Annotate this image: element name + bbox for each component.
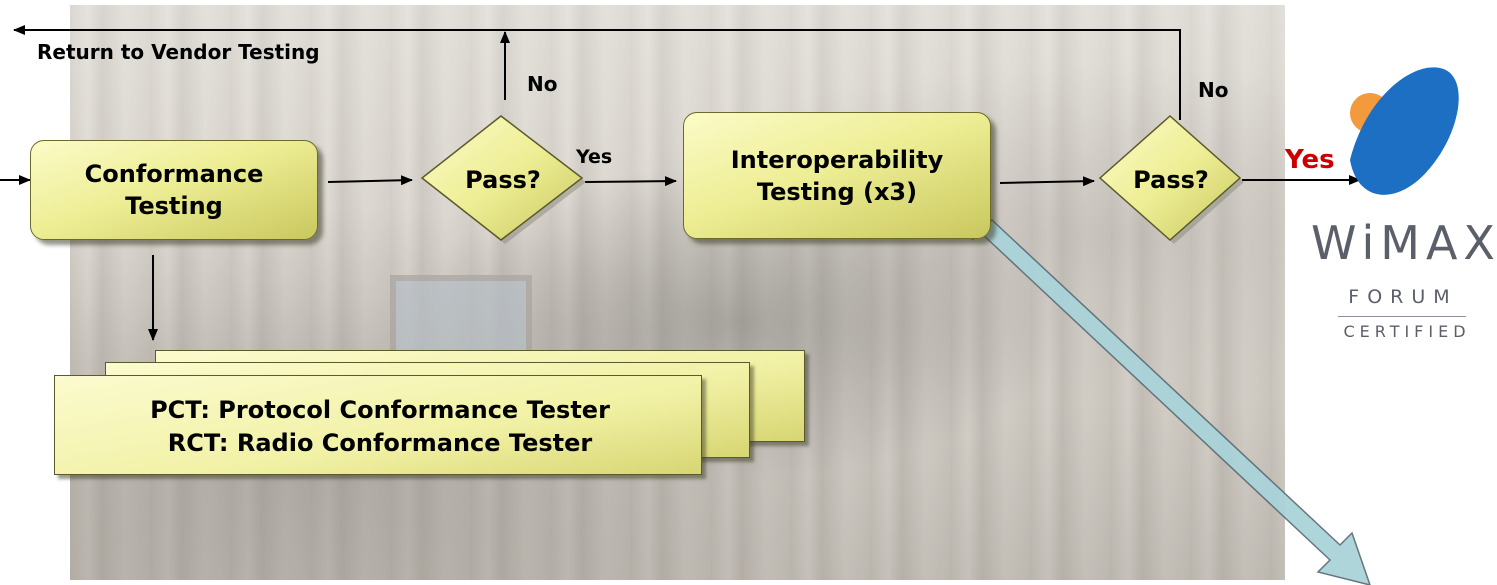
wimax-logo-divider xyxy=(1338,316,1466,317)
wimax-logo-title: WiMAX xyxy=(1311,216,1497,270)
tester-stack-front xyxy=(54,375,702,475)
conformance-testing-box: Conformance Testing xyxy=(30,140,318,240)
lab-photo-background xyxy=(70,5,1285,580)
conformance-line1: Conformance xyxy=(84,160,264,188)
pass-decision-1: Pass? xyxy=(418,112,588,247)
big-diagonal-arrow xyxy=(971,218,1371,585)
interop-to-pass-arrow xyxy=(999,176,1095,187)
pct-label: PCT: Protocol Conformance Tester xyxy=(150,396,610,424)
interop-line1: Interoperability xyxy=(730,145,944,174)
pass-decision-1-label: Pass? xyxy=(465,165,541,194)
no-label-2: No xyxy=(1198,78,1229,102)
wimax-logo-certified: CERTIFIED xyxy=(1343,322,1471,341)
interoperability-testing-box: Interoperability Testing (x3) xyxy=(683,112,991,239)
interop-line2: Testing (x3) xyxy=(756,177,918,206)
pass-decision-2: Pass? xyxy=(1096,112,1246,247)
conformance-to-pass-arrow xyxy=(327,175,413,186)
wimax-logo-mark xyxy=(1350,67,1459,195)
yes-label-2: Yes xyxy=(1285,145,1335,175)
yes-label-1: Yes xyxy=(576,146,613,168)
tester-text: PCT: Protocol Conformance Tester RCT: Ra… xyxy=(60,394,700,460)
wimax-logo-forum: FORUM xyxy=(1348,286,1458,308)
no-label-1: No xyxy=(527,72,558,96)
conformance-line2: Testing xyxy=(125,192,223,220)
pass-to-interop-arrow xyxy=(584,176,677,187)
return-to-vendor-label: Return to Vendor Testing xyxy=(37,40,320,64)
pass-decision-2-label: Pass? xyxy=(1133,165,1209,194)
rct-label: RCT: Radio Conformance Tester xyxy=(167,429,593,457)
